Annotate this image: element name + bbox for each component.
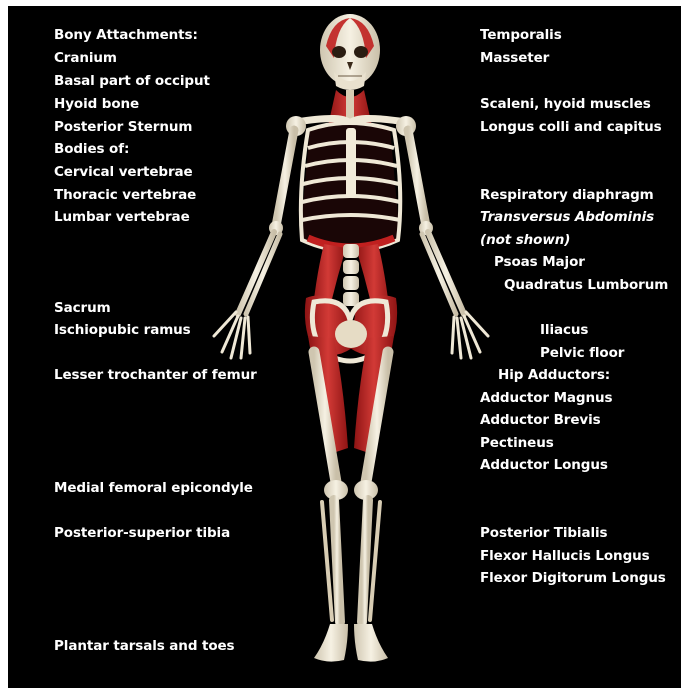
label-sacrum: Sacrum	[54, 300, 111, 316]
label-posterior-sternum: Posterior Sternum	[54, 119, 192, 135]
sternum	[346, 128, 356, 198]
label-bony-attachments: Bony Attachments:	[54, 27, 198, 43]
label-medial-femoral-epicondyle: Medial femoral epicondyle	[54, 480, 253, 496]
label-pelvic-floor: Pelvic floor	[540, 345, 624, 361]
label-basal-occiput: Basal part of occiput	[54, 73, 210, 89]
arm-right	[408, 130, 488, 358]
label-adductor-brevis: Adductor Brevis	[480, 412, 601, 428]
label-respiratory-diaphragm: Respiratory diaphragm	[480, 187, 654, 203]
label-adductor-longus: Adductor Longus	[480, 457, 608, 473]
rib-cage	[300, 122, 400, 253]
label-ischiopubic-ramus: Ischiopubic ramus	[54, 322, 191, 338]
label-transversus-abdominis: Transversus Abdominis	[480, 209, 654, 225]
label-thoracic-vertebrae: Thoracic vertebrae	[54, 187, 196, 203]
foot-left	[314, 624, 348, 662]
arm-left	[214, 130, 294, 358]
label-hip-adductors: Hip Adductors:	[498, 367, 610, 383]
label-not-shown: (not shown)	[480, 232, 570, 248]
label-iliacus: Iliacus	[540, 322, 588, 338]
label-bodies-of: Bodies of:	[54, 141, 129, 157]
label-scaleni-hyoid: Scaleni, hyoid muscles	[480, 96, 651, 112]
label-lesser-trochanter: Lesser trochanter of femur	[54, 367, 257, 383]
label-posterior-superior-tibia: Posterior-superior tibia	[54, 525, 230, 541]
label-flexor-digitorum-longus: Flexor Digitorum Longus	[480, 570, 666, 586]
skull	[320, 14, 380, 90]
label-quadratus-lumborum: Quadratus Lumborum	[504, 277, 668, 293]
label-adductor-magnus: Adductor Magnus	[480, 390, 612, 406]
label-flexor-hallucis-longus: Flexor Hallucis Longus	[480, 548, 650, 564]
label-posterior-tibialis: Posterior Tibialis	[480, 525, 607, 541]
label-longus-colli: Longus colli and capitus	[480, 119, 662, 135]
foot-right	[354, 624, 388, 662]
label-cervical-vertebrae: Cervical vertebrae	[54, 164, 193, 180]
lumbar-spine	[343, 244, 359, 306]
label-hyoid-bone: Hyoid bone	[54, 96, 139, 112]
diagram-frame: Bony Attachments: Cranium Basal part of …	[8, 6, 681, 688]
tibia-left	[334, 500, 340, 622]
label-lumbar-vertebrae: Lumbar vertebrae	[54, 209, 190, 225]
tibia-right	[362, 500, 368, 622]
label-cranium: Cranium	[54, 50, 117, 66]
label-pectineus: Pectineus	[480, 435, 554, 451]
label-psoas-major: Psoas Major	[494, 254, 585, 270]
label-temporalis: Temporalis	[480, 27, 562, 43]
label-plantar-tarsals: Plantar tarsals and toes	[54, 638, 235, 654]
label-masseter: Masseter	[480, 50, 549, 66]
